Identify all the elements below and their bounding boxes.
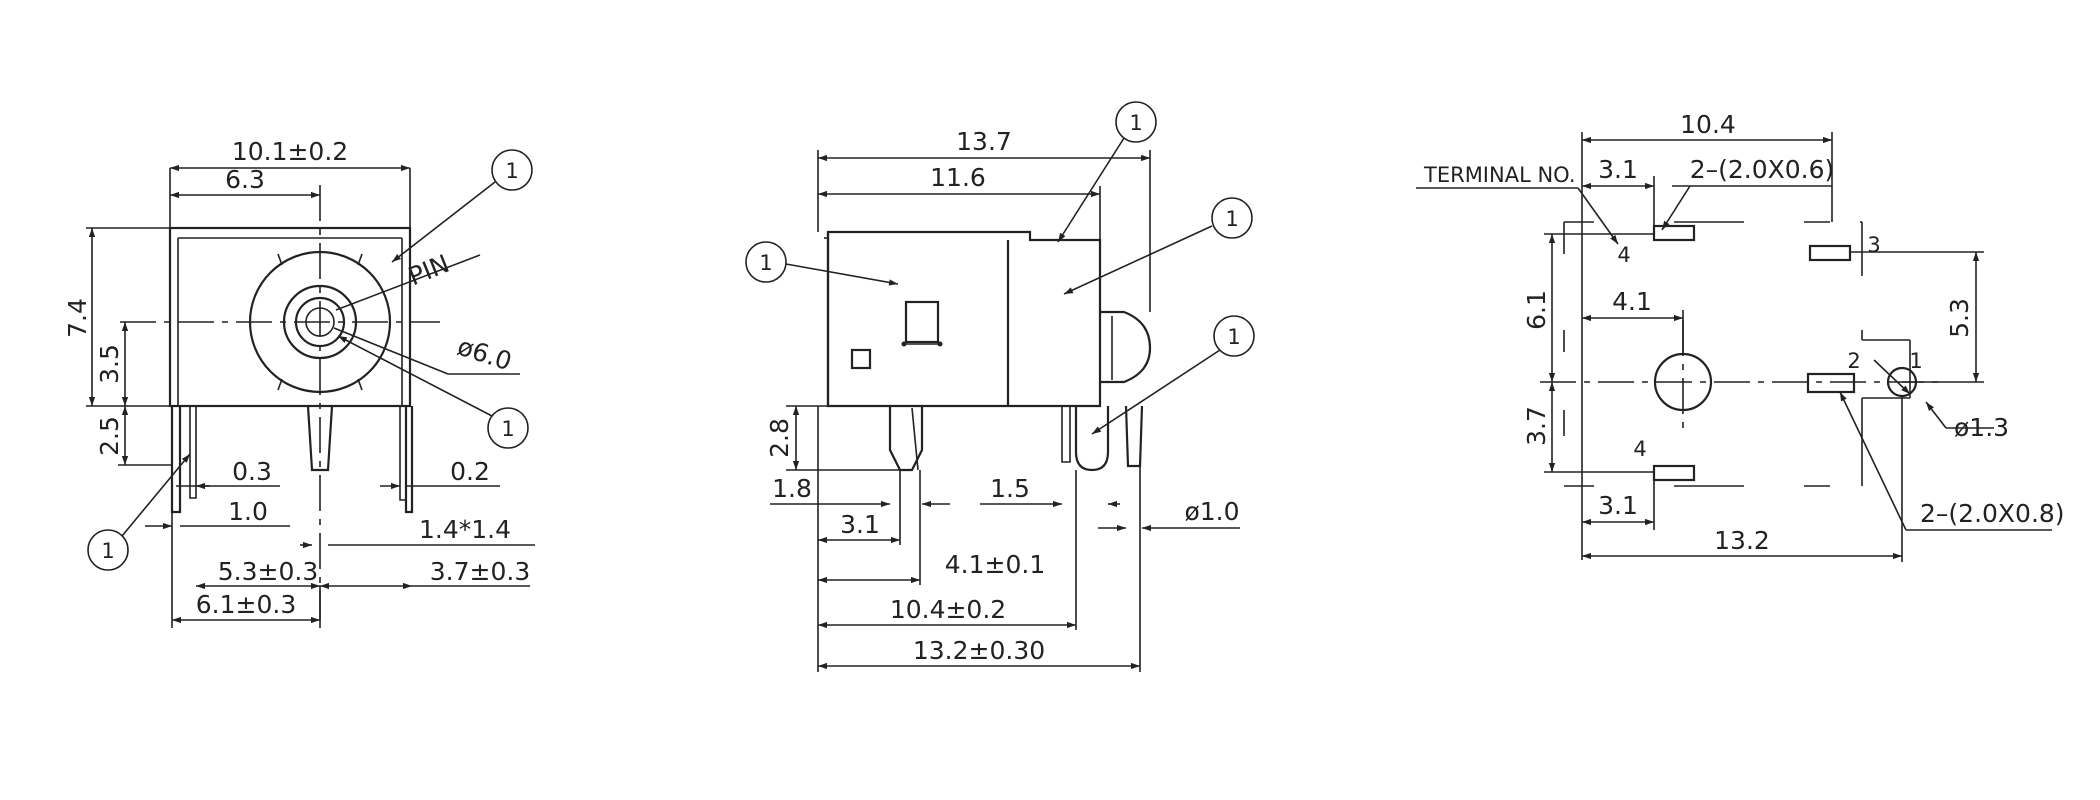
terminal-slot-3 <box>1808 244 1852 262</box>
dim-pin-width: 1.0 <box>228 497 268 526</box>
side-front-boss <box>1100 310 1152 384</box>
footprint-view: 4 3 2 1 4 TERMINAL NO. 10.4 3.1 2–(2.0X0… <box>1416 110 2065 562</box>
side-view: 13.7 11.6 2.8 1.8 1.5 ø1.0 3.1 4.1±0.1 1… <box>745 101 1255 672</box>
dim-pin-pitch-a: 5.3±0.3 <box>218 557 318 586</box>
dim-slot-top: 2–(2.0X0.6) <box>1690 155 1835 184</box>
terminal-4-top: 4 <box>1617 243 1630 267</box>
side-callout-lower: 1 <box>1227 325 1240 349</box>
terminal-1: 1 <box>1909 349 1922 373</box>
dim-width-overall: 10.1±0.2 <box>232 137 348 166</box>
side-pin-2 <box>1074 406 1110 472</box>
dim-pin-section: 1.4*1.4 <box>419 515 511 544</box>
terminal-4-bottom: 4 <box>1633 437 1646 461</box>
side-body <box>826 230 1102 408</box>
front-view: 10.1±0.2 6.3 7.4 3.5 2.5 0.3 0.2 1.0 1.4… <box>63 137 535 628</box>
dim-height: 7.4 <box>63 298 92 338</box>
label-terminal: TERMINAL NO. <box>1423 163 1576 187</box>
dim-pin-dia: ø1.0 <box>1184 497 1239 526</box>
dim-top-offset: 3.1 <box>1598 155 1638 184</box>
callout-left: 1 <box>101 539 114 563</box>
label-pin: PIN <box>404 249 453 291</box>
dim-pin-pitch-c: 6.1±0.3 <box>196 590 296 619</box>
dim-height: 6.1 <box>1522 290 1551 330</box>
side-callout-balloon-mid <box>1211 197 1253 239</box>
terminal-slot-4-top <box>1652 224 1696 242</box>
dim-center-y: 3.5 <box>95 344 124 384</box>
dim-bore: ø6.0 <box>454 332 515 377</box>
side-pin-1 <box>888 406 924 472</box>
dim-center-x: 6.3 <box>225 165 265 194</box>
dim-left-offset: 4.1 <box>1612 287 1652 316</box>
terminal-slot-4-bottom <box>1652 464 1696 482</box>
front-pin-left <box>170 406 182 514</box>
dim-pin-pitch-b: 3.7±0.3 <box>430 557 530 586</box>
front-pin-center <box>306 405 334 472</box>
dim-top-width: 10.4 <box>1680 110 1736 139</box>
side-pin-3 <box>1124 405 1144 468</box>
side-callout-balloon-top <box>1115 101 1157 143</box>
terminal-slot-2 <box>1806 372 1856 394</box>
side-callout-top: 1 <box>1129 111 1142 135</box>
side-callout-balloon-left <box>745 241 787 283</box>
dim-slot-bottom: 2–(2.0X0.8) <box>1920 499 2065 528</box>
callout-balloon-left <box>87 529 129 571</box>
dim-pin-offset: 1.8 <box>772 474 812 503</box>
dim-pin-spacing-d: 13.2±0.30 <box>913 636 1045 665</box>
terminal-2: 2 <box>1847 349 1860 373</box>
dim-bottom-width: 13.2 <box>1714 526 1770 555</box>
dim-pin-height: 2.8 <box>765 418 794 458</box>
dim-right-height: 5.3 <box>1945 298 1974 338</box>
side-callout-balloon-lower <box>1213 315 1255 357</box>
dim-hole: ø1.3 <box>1954 413 2009 442</box>
dim-pin-thick-02: 0.2 <box>450 457 490 486</box>
callout-balloon-right <box>487 407 529 449</box>
dim-pin-length: 2.5 <box>95 416 124 456</box>
dim-bottom-offset: 3.1 <box>1598 491 1638 520</box>
terminal-3: 3 <box>1867 233 1880 257</box>
dim-pin-thick-03: 0.3 <box>232 457 272 486</box>
dim-overall: 13.7 <box>956 127 1012 156</box>
callout-top: 1 <box>505 159 518 183</box>
dim-pin-spacing-a: 3.1 <box>840 510 880 539</box>
callout-right: 1 <box>501 417 514 441</box>
dim-pin-spacing-b: 4.1±0.1 <box>945 550 1045 579</box>
dim-lower-height: 3.7 <box>1522 406 1551 446</box>
side-callout-mid: 1 <box>1225 207 1238 231</box>
dim-pin-spacing-c: 10.4±0.2 <box>890 595 1006 624</box>
dim-pin-gap: 1.5 <box>990 474 1030 503</box>
side-callout-left: 1 <box>759 251 772 275</box>
callout-balloon-top <box>491 149 533 191</box>
dim-body: 11.6 <box>930 163 986 192</box>
